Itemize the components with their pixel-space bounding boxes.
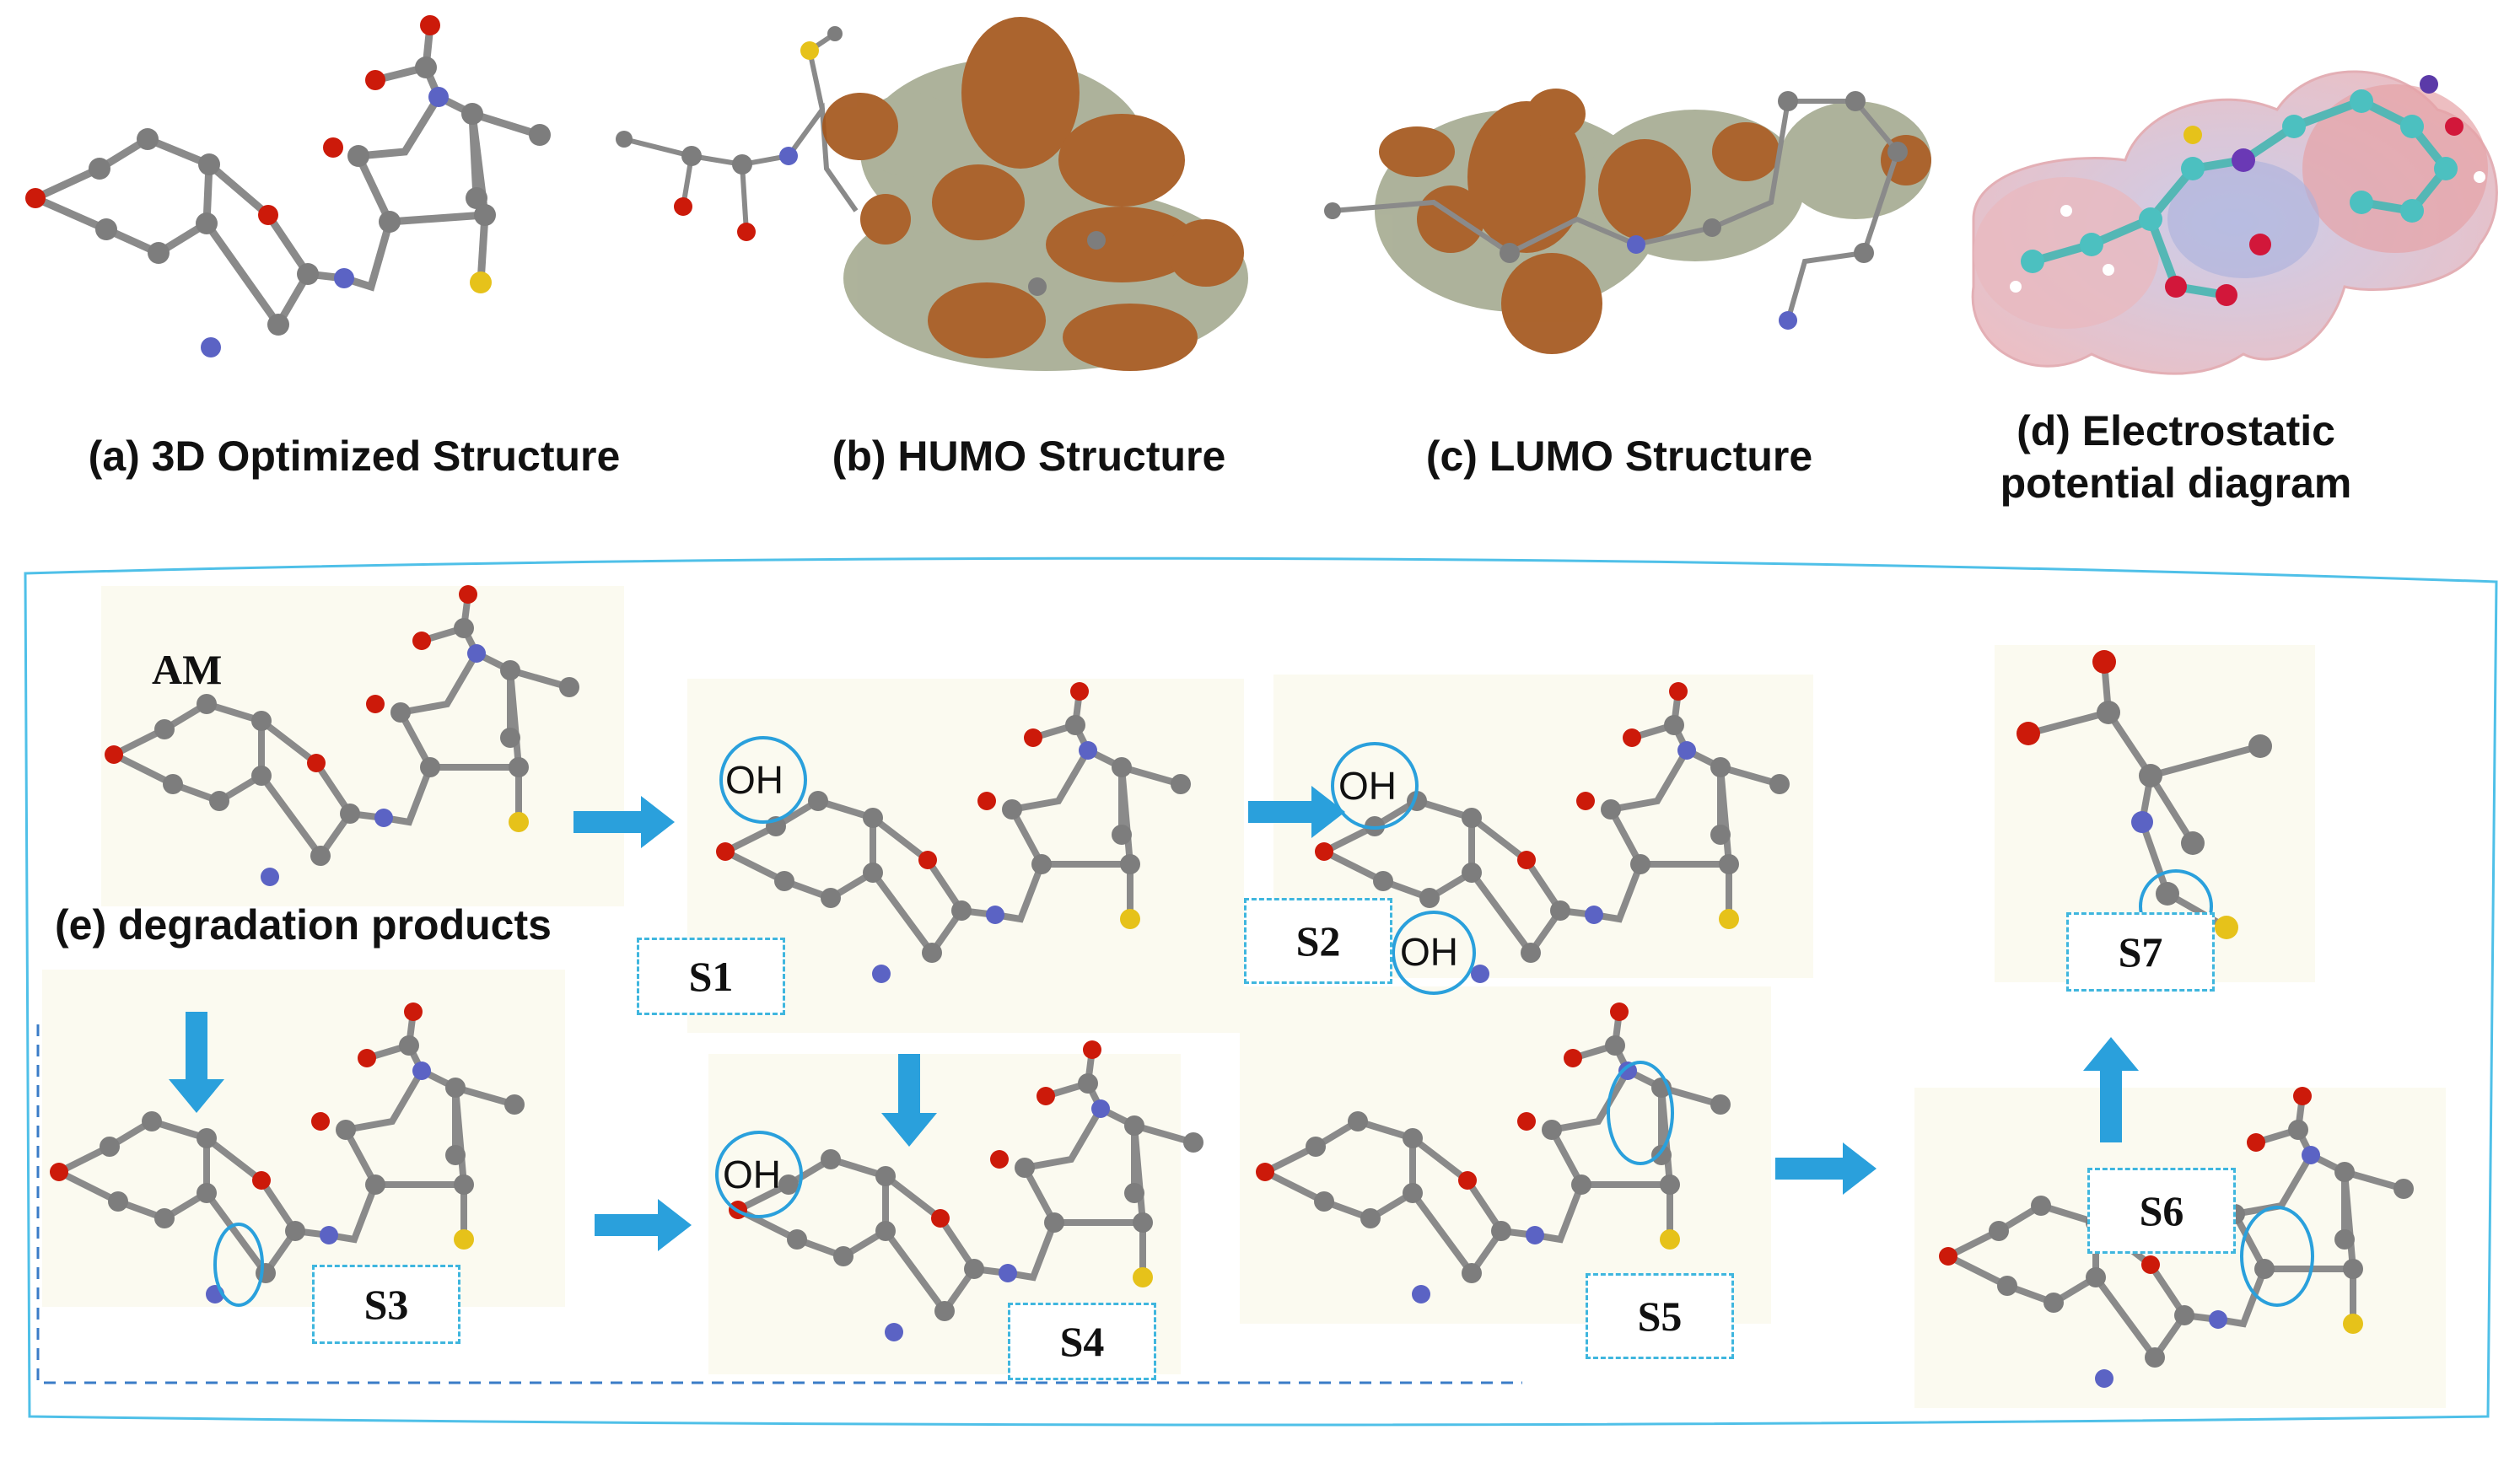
arrow-s3-to-s4 [595, 1199, 692, 1251]
arrow-s1-to-s4 [881, 1054, 937, 1147]
label-s2: S2 [1244, 898, 1392, 984]
caption-d-line2: potential diagram [2000, 460, 2352, 507]
panel-b-homo [616, 17, 1248, 371]
label-s6: S6 [2087, 1168, 2236, 1254]
arrow-am-to-s3 [169, 1012, 224, 1113]
caption-b: (b) HUMO Structure [832, 433, 1226, 480]
arrow-s6-to-s7 [2083, 1037, 2139, 1142]
molecule-s7 [2017, 650, 2272, 939]
s5-bg [1240, 986, 1771, 1324]
atom-o [25, 188, 46, 208]
panel-e-title: (e) degradation products [55, 901, 552, 949]
caption-c: (c) LUMO Structure [1425, 433, 1813, 480]
label-s3: S3 [312, 1265, 460, 1344]
panel-a-molecule [25, 15, 551, 357]
label-s5: S5 [1586, 1273, 1734, 1359]
label-s4: S4 [1008, 1303, 1156, 1380]
am-bg [101, 586, 624, 906]
oh-label-s2-bottom: OH [1400, 930, 1458, 974]
caption-d-line1: (d) Electrostatic [2017, 407, 2335, 454]
label-s1: S1 [637, 938, 785, 1015]
caption-a: (a) 3D Optimized Structure [88, 433, 621, 480]
panel-c-lumo [1324, 89, 1931, 354]
oh-label-s4: OH [723, 1153, 781, 1196]
arrow-s1-to-s2 [1248, 786, 1345, 838]
arrow-s5-to-s6 [1775, 1142, 1877, 1195]
oh-label-s1: OH [725, 758, 783, 802]
caption-d: (d) Electrostatic potential diagram [1923, 405, 2429, 509]
label-s7: S7 [2066, 912, 2215, 992]
panel-d-esp [1971, 70, 2498, 375]
oh-label-s2-top: OH [1338, 764, 1397, 808]
arrow-am-to-s1 [573, 796, 675, 848]
am-label: AM [152, 646, 223, 693]
